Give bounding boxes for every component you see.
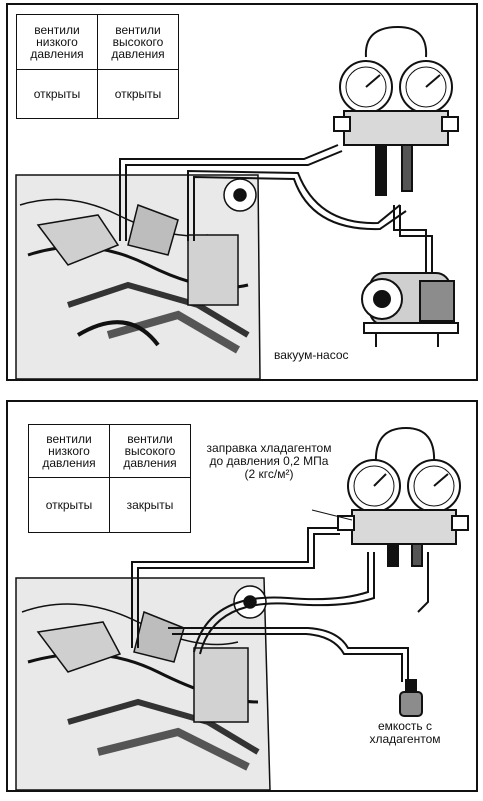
vacuum-pump-label: вакуум-насос	[274, 348, 349, 362]
refrigerant-container	[399, 679, 423, 717]
hoses	[131, 527, 429, 682]
header-low-pressure: вентили низкого давления	[28, 424, 110, 478]
header-high-pressure: вентили высокого давления	[97, 14, 179, 70]
engine-bay-illustration	[15, 577, 271, 790]
state-low-pressure: открыты	[28, 477, 110, 533]
hoses	[119, 144, 433, 296]
manifold-gauge	[311, 426, 469, 567]
refrigerant-container-label: емкость с хладагентом	[350, 720, 460, 746]
manifold-gauge	[333, 25, 459, 196]
charging-diagram	[15, 426, 469, 790]
header-high-pressure: вентили высокого давления	[109, 424, 191, 478]
engine-bay-illustration	[15, 174, 261, 379]
vacuum-pump	[361, 272, 459, 347]
state-high-pressure: закрыты	[109, 477, 191, 533]
panel-charging: вентили низкого давления вентили высоког…	[6, 400, 478, 792]
state-high-pressure: открыты	[97, 69, 179, 119]
state-low-pressure: открыты	[16, 69, 98, 119]
valve-state-table: вентили низкого давления вентили высоког…	[28, 424, 191, 533]
charging-pressure-label: заправка хладагентом до давления 0,2 МПа…	[204, 442, 334, 481]
evacuation-diagram	[15, 25, 459, 379]
valve-state-table: вентили низкого давления вентили высоког…	[16, 14, 179, 119]
header-low-pressure: вентили низкого давления	[16, 14, 98, 70]
panel-evacuation: вентили низкого давления вентили высоког…	[6, 3, 478, 381]
